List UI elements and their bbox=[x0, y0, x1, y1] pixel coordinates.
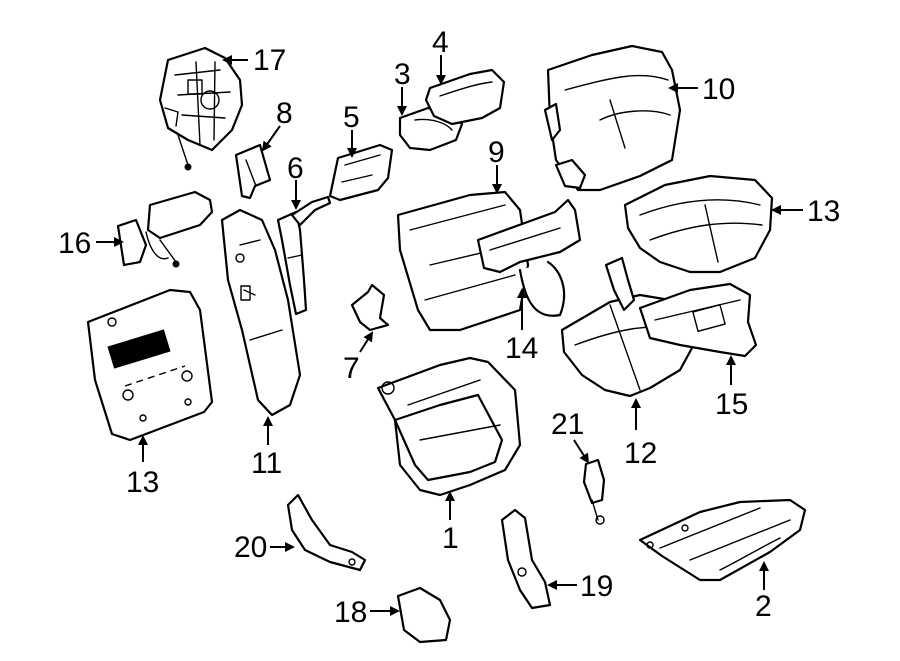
part-20-trim-piece bbox=[286, 493, 367, 572]
callout-20: 20 bbox=[234, 531, 267, 564]
callout-6: 6 bbox=[287, 152, 304, 185]
part-10-back-cushion bbox=[543, 44, 682, 192]
callout-12: 12 bbox=[624, 437, 657, 470]
part-8-trim-cover bbox=[234, 143, 272, 200]
callout-14: 14 bbox=[505, 332, 538, 365]
callout-2: 2 bbox=[755, 590, 772, 623]
part-9-seat-back bbox=[396, 190, 582, 332]
callout-18: 18 bbox=[334, 596, 367, 629]
part-21-buckle bbox=[582, 458, 606, 525]
callout-15: 15 bbox=[715, 388, 748, 421]
part-15-seat-pan bbox=[638, 282, 758, 358]
part-16-armrest bbox=[116, 190, 214, 268]
callout-5: 5 bbox=[343, 101, 360, 134]
callout-9: 9 bbox=[488, 136, 505, 169]
callout-labels: 17 8 3 4 5 6 9 10 13 16 13 11 7 14 15 12… bbox=[58, 26, 840, 629]
part-11-side-trim bbox=[220, 208, 302, 417]
callout-13-back-panel: 13 bbox=[126, 466, 159, 499]
callout-1: 1 bbox=[442, 522, 459, 555]
part-19-side-bracket bbox=[500, 508, 552, 610]
part-6-guide-post bbox=[276, 195, 332, 316]
callout-19: 19 bbox=[580, 570, 613, 603]
part-4-headrest bbox=[424, 68, 506, 126]
callout-17: 17 bbox=[253, 44, 286, 77]
part-17-frame bbox=[158, 46, 244, 171]
callout-10: 10 bbox=[702, 73, 735, 106]
callout-8: 8 bbox=[276, 97, 293, 130]
part-13-cushion-cover-right bbox=[623, 174, 774, 274]
callout-13-cushion-cover: 13 bbox=[807, 195, 840, 228]
part-2-seat-base bbox=[638, 498, 807, 582]
part-7-bracket bbox=[350, 283, 390, 332]
part-1-back-frame bbox=[376, 356, 522, 497]
part-5-trim-panel bbox=[328, 143, 394, 202]
callout-4: 4 bbox=[432, 26, 449, 59]
callout-16: 16 bbox=[58, 227, 91, 260]
callout-11: 11 bbox=[251, 447, 282, 480]
part-18-end-cap bbox=[396, 586, 452, 644]
callout-3: 3 bbox=[394, 58, 411, 91]
callout-21: 21 bbox=[551, 408, 584, 441]
callout-7: 7 bbox=[343, 352, 360, 385]
leader-arrows bbox=[96, 55, 803, 616]
part-13-back-panel bbox=[86, 288, 214, 442]
